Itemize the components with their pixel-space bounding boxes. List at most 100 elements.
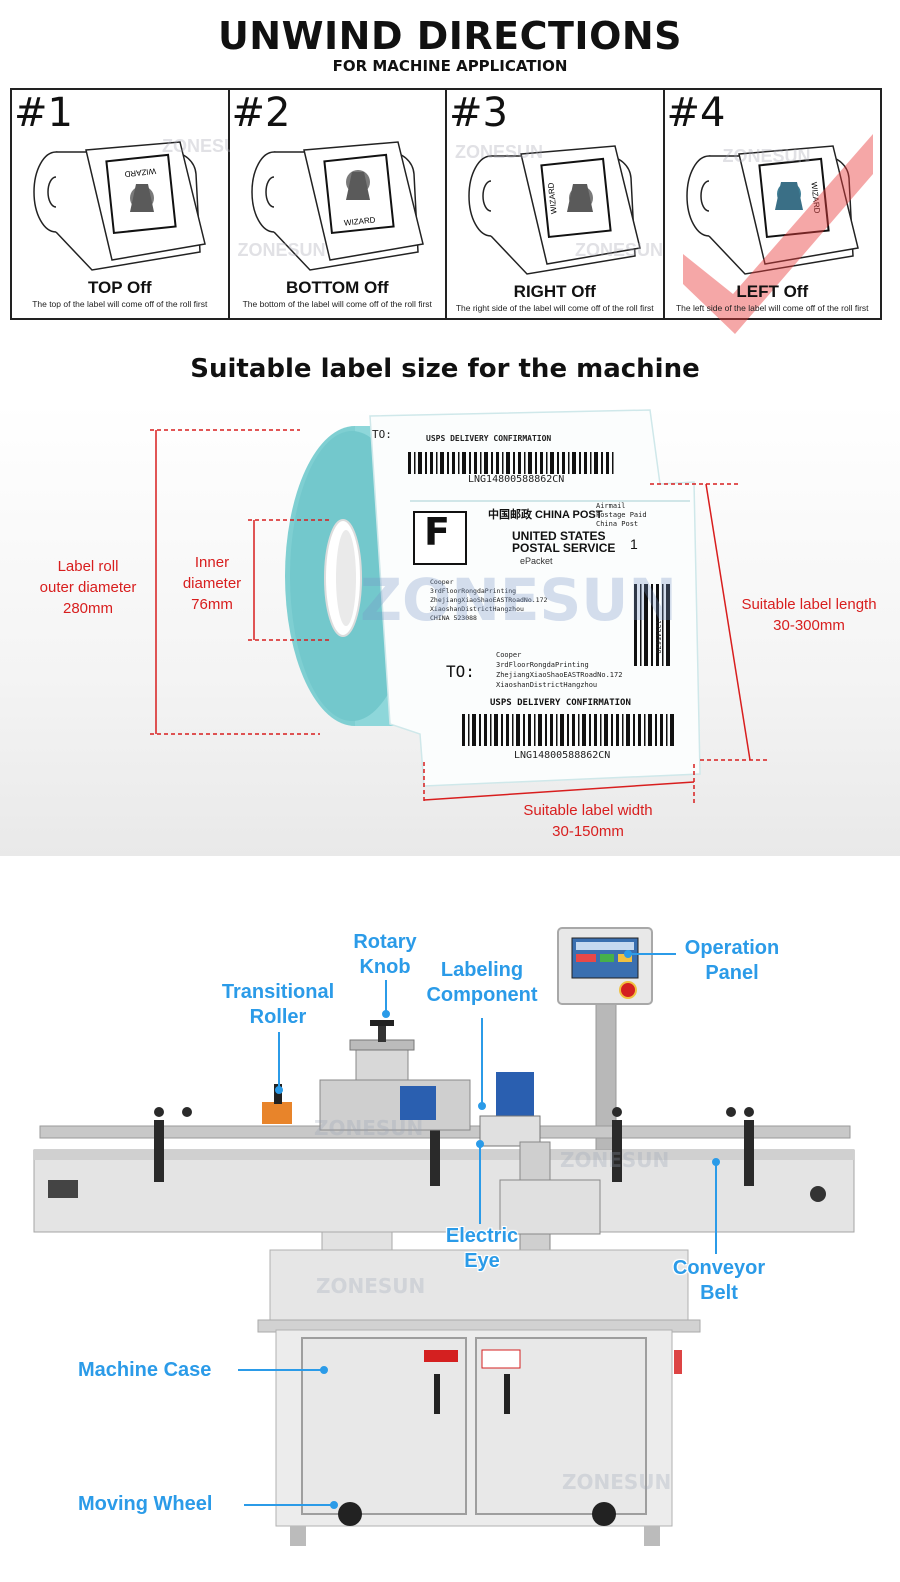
direction-number: #3 — [449, 90, 508, 136]
label-us-postal-2: POSTAL SERVICE — [512, 541, 616, 555]
label-addr-4b: XiaoshanDistrictHangzhou — [496, 681, 598, 689]
watermark: ZONESUN — [455, 142, 544, 162]
label-addr-2b: 3rdFloorRongdaPrinting — [496, 661, 589, 669]
label-china-post: 中国邮政 CHINA POST — [488, 509, 603, 521]
direction-card-right: #3 WIZARD ZONESUN ZONESUN RIGHT Off The … — [447, 90, 665, 318]
callout-line: Roller — [249, 1006, 307, 1028]
rotary-knob-callout: Rotary Knob — [330, 930, 440, 980]
label-roll-bottom-icon: WIZARD — [250, 141, 424, 271]
label-length-value: 30-300mm — [773, 617, 845, 634]
label-size-title: Suitable label size for the machine — [190, 354, 700, 384]
label-to-2: TO: — [446, 662, 475, 681]
direction-description: The right side of the label will come of… — [455, 303, 654, 313]
direction-description: The bottom of the label will come off of… — [242, 299, 432, 309]
label-roll-left-icon: WIZARD — [682, 134, 873, 334]
label-roll-top-icon: WIZARD — [33, 141, 206, 271]
label-tracking-bottom: LNG14800588862CN — [514, 750, 611, 761]
labeling-machine-illustration — [33, 927, 855, 1546]
watermark: ZONESUN — [575, 240, 664, 260]
callout-line: Belt — [700, 1282, 738, 1304]
emergency-stop-icon — [619, 981, 637, 999]
callout-line: Knob — [359, 956, 411, 978]
watermark: ZONESUN — [562, 1470, 672, 1494]
unwind-grid: #1 WIZARD ZONESUN TOP Off The top of the… — [10, 88, 882, 334]
direction-card-bottom: #2 WIZARD ZONESUN BOTTOM Off The bottom … — [229, 90, 447, 318]
direction-card-top: #1 WIZARD ZONESUN TOP Off The top of the… — [12, 90, 250, 318]
operation-panel-callout: Operation Panel — [672, 936, 792, 986]
outer-diameter-label: Label roll outer diameter 280mm — [30, 556, 146, 619]
outer-diameter-line2: outer diameter — [39, 579, 137, 596]
moving-wheel-callout: Moving Wheel — [78, 1493, 213, 1515]
label-length-label: Suitable label length 30-300mm — [728, 594, 890, 636]
label-num-1: 1 — [630, 536, 638, 552]
labeling-component-callout: Labeling Component — [414, 958, 550, 1008]
page-title: UNWIND DIRECTIONS — [217, 14, 683, 58]
callout-line: Panel — [705, 962, 759, 984]
outer-diameter-value: 280mm — [62, 600, 114, 617]
watermark: ZONESUN — [560, 1148, 670, 1172]
label-width-line1: Suitable label width — [523, 802, 653, 819]
watermark: ZONESUN — [162, 136, 251, 156]
watermark: ZONESUN — [722, 146, 811, 166]
watermark: ZONESUN — [314, 1116, 424, 1140]
label-addr-2: 3rdFloorRongdaPrinting — [430, 587, 517, 595]
direction-description: The top of the label will come off of th… — [32, 299, 208, 309]
callout-line: Transitional — [221, 981, 335, 1003]
card-text: WIZARD — [546, 182, 558, 215]
inner-diameter-line2: diameter — [182, 575, 242, 592]
label-usps-bottom: USPS DELIVERY CONFIRMATION — [490, 698, 631, 708]
label-addr-1b: Cooper — [496, 651, 522, 659]
label-addr-5: CHINA 523088 — [430, 614, 477, 622]
callout-line: Eye — [464, 1250, 500, 1272]
label-width-label: Suitable label width 30-150mm — [500, 800, 676, 842]
wheel-icon — [338, 1502, 362, 1526]
direction-card-left: #4 WIZARD ZONESUN LEFT Off The left side… — [664, 90, 880, 334]
label-us-postal-1: UNITED STATES — [512, 529, 606, 543]
card-text: WIZARD — [343, 215, 376, 227]
inner-diameter-line1: Inner — [194, 554, 230, 571]
label-f-mark: F — [424, 510, 450, 554]
direction-label: LEFT Off — [736, 282, 809, 301]
direction-number: #4 — [666, 90, 726, 136]
label-tracking-top: LNG14800588862CN — [468, 474, 565, 485]
direction-description: The left side of the label will come off… — [675, 303, 869, 313]
machine-case-callout: Machine Case — [78, 1359, 212, 1381]
direction-label: TOP Off — [87, 278, 152, 297]
callout-line: Operation — [684, 937, 780, 959]
label-usps-top: USPS DELIVERY CONFIRMATION — [426, 434, 552, 443]
label-addr-4: XiaoshanDistrictHangzhou — [430, 605, 524, 613]
callout-line: Conveyor — [672, 1257, 766, 1279]
label-addr-3: ZhejiangXiaoShaoEASTRoadNo.172 — [430, 596, 548, 604]
callout-line: Electric — [445, 1225, 519, 1247]
label-to-1: TO: — [372, 428, 392, 441]
label-airmail-1: Airmail — [596, 502, 626, 510]
label-length-line1: Suitable label length — [741, 596, 877, 613]
watermark: ZONESUN — [237, 240, 326, 260]
electric-eye-callout: Electric Eye — [432, 1224, 532, 1274]
outer-diameter-line1: Label roll — [57, 558, 119, 575]
inner-diameter-value: 76mm — [191, 596, 233, 613]
transitional-roller-callout: Transitional Roller — [210, 980, 346, 1030]
watermark: ZONESUN — [360, 566, 677, 634]
watermark: ZONESUN — [316, 1274, 426, 1298]
conveyor-belt-callout: Conveyor Belt — [660, 1256, 778, 1306]
callout-line: Component — [426, 984, 538, 1006]
page-subtitle: FOR MACHINE APPLICATION — [332, 57, 568, 75]
direction-label: BOTTOM Off — [285, 278, 389, 297]
label-epacket: ePacket — [520, 556, 553, 566]
label-roll-right-icon: WIZARD — [468, 145, 641, 275]
label-width-value: 30-150mm — [552, 823, 624, 840]
direction-number: #2 — [231, 90, 291, 136]
label-airmail-2: Postage Paid — [596, 511, 647, 519]
callout-line: Rotary — [353, 931, 417, 953]
wheel-icon — [592, 1502, 616, 1526]
card-text: WIZARD — [809, 182, 821, 215]
label-roll-illustration — [150, 409, 770, 804]
direction-label: RIGHT Off — [513, 282, 596, 301]
label-addr-3b: ZhejiangXiaoShaoEASTRoadNo.172 — [496, 671, 623, 679]
card-text: WIZARD — [124, 166, 157, 178]
label-airmail-3: China Post — [596, 520, 639, 528]
direction-number: #1 — [14, 90, 73, 136]
inner-diameter-label: Inner diameter 76mm — [176, 552, 248, 615]
callout-line: Labeling — [440, 959, 524, 981]
